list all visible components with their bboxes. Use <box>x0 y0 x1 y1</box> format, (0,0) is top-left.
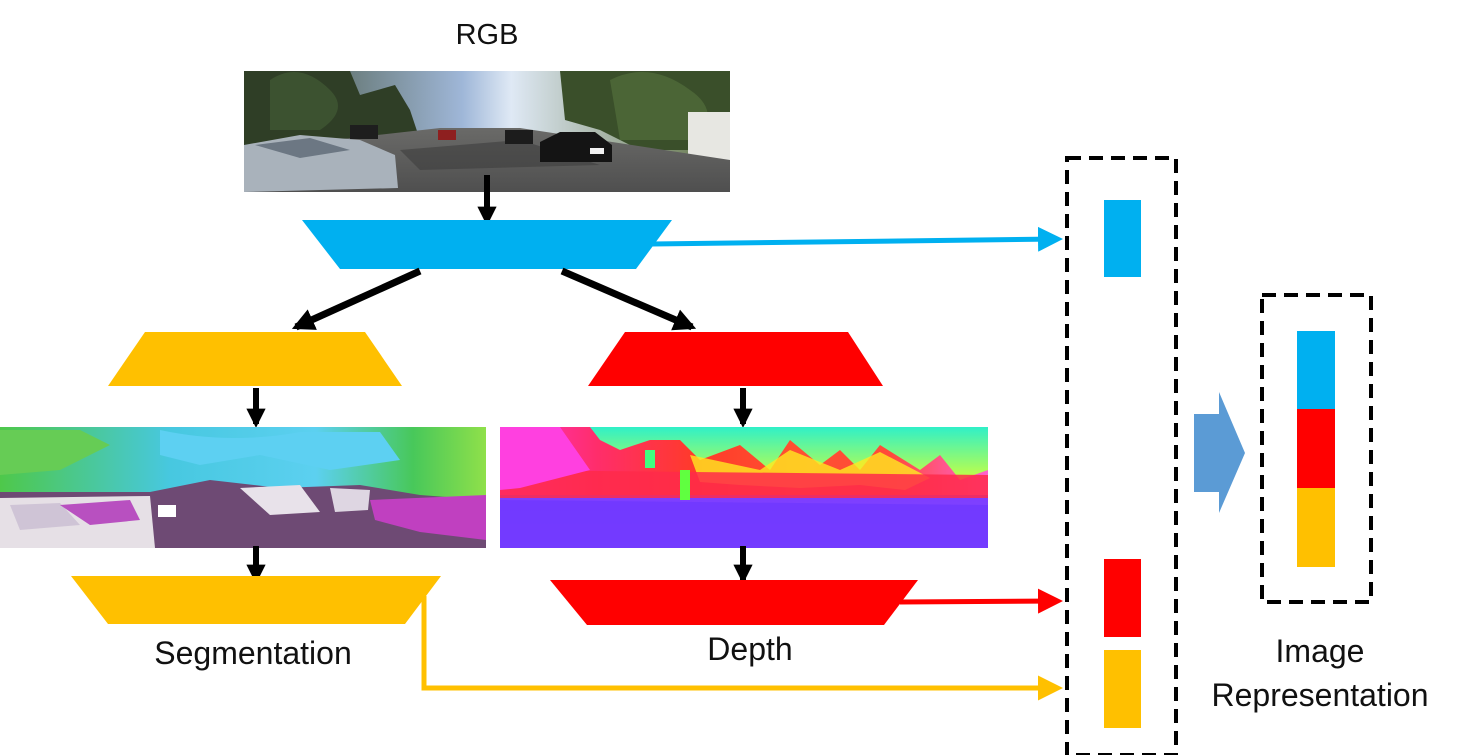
rgb-label: RGB <box>455 19 519 51</box>
representation-depth-segment <box>1297 409 1335 488</box>
segmentation-encoder-block <box>108 332 402 386</box>
image-representation-label-line1: Image <box>1275 633 1365 669</box>
arrow-to-depth-branch <box>560 267 697 331</box>
arrow-to-segmentation-branch <box>291 267 422 331</box>
segmentation-feature-bar <box>1104 650 1141 728</box>
shared-encoder-block <box>302 220 672 269</box>
feature-set-box <box>1065 156 1178 755</box>
depth-map-image <box>500 427 988 548</box>
depth-label: Depth <box>707 631 793 667</box>
arrow-encoder-feature <box>651 226 1063 252</box>
representation-shared-segment <box>1297 331 1335 409</box>
shared-feature-bar <box>1104 200 1141 277</box>
arrow-segmentation-feature <box>421 596 1063 701</box>
image-representation-box <box>1260 293 1373 604</box>
segmentation-label: Segmentation <box>154 635 352 671</box>
input-rgb-image <box>244 71 730 192</box>
segmentation-decoder-block <box>71 576 441 624</box>
image-representation-label-line2: Representation <box>1211 677 1429 713</box>
representation-segmentation-segment <box>1297 488 1335 567</box>
concat-arrow-icon <box>1194 392 1245 513</box>
segmentation-map-image <box>0 427 486 548</box>
depth-encoder-block <box>588 332 883 386</box>
depth-decoder-block <box>550 580 918 625</box>
depth-feature-bar <box>1104 559 1141 637</box>
arrow-depth-feature <box>899 588 1063 614</box>
